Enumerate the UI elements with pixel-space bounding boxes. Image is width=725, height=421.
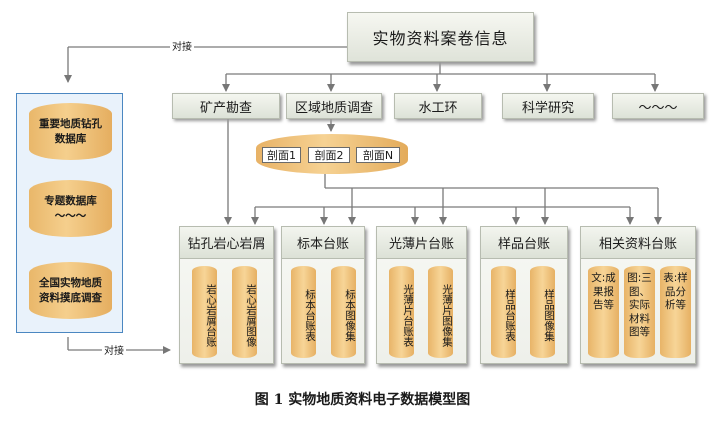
item-maps: 图:三图、实际材料图等 — [624, 266, 655, 358]
section-tag-n: 剖面N — [356, 147, 400, 163]
section-tag-2: 剖面2 — [308, 147, 350, 163]
item-sample-ledger: 样品台账表 — [491, 266, 516, 358]
item-text-reports: 文:成果报告等 — [588, 266, 619, 358]
item-thin-section-images: 光薄片图像集 — [428, 266, 453, 358]
figure-caption: 图 1 实物地质资料电子数据模型图 — [254, 392, 471, 408]
item-core-images: 岩心岩屑图像 — [232, 266, 257, 358]
item-tables: 表:样品分析等 — [660, 266, 691, 358]
database-national-survey: 全国实物地质资料摸底调查 — [29, 262, 112, 319]
database-thematic-line1: 专题数据库 — [44, 194, 97, 207]
category-mineral-exploration: 矿产勘查 — [172, 93, 280, 119]
item-core-ledger: 岩心岩屑台账 — [192, 266, 217, 358]
database-drill-hole: 重要地质钻孔数据库 — [29, 103, 112, 160]
category-regional-geology: 区域地质调查 — [286, 93, 382, 119]
item-specimen-ledger: 标本台账表 — [291, 266, 316, 358]
database-thematic: 专题数据库 ～～～ — [29, 180, 112, 237]
category-hydro-engineering-env: 水工环 — [394, 93, 482, 119]
group-thin-section-title: 光薄片台账 — [377, 227, 466, 259]
category-scientific-research: 科学研究 — [502, 93, 594, 119]
database-drill-hole-line1: 重要地质钻孔 — [39, 117, 102, 130]
database-national-survey-line1: 全国实物地质 — [39, 276, 102, 289]
group-related-materials-title: 相关资料台账 — [581, 227, 695, 259]
section-tag-1: 剖面1 — [262, 147, 301, 163]
group-drill-core-title: 钻孔岩心岩屑 — [180, 227, 273, 259]
group-specimen-title: 标本台账 — [282, 227, 364, 259]
item-sample-images: 样品图像集 — [530, 266, 555, 358]
database-thematic-line2: ～～～ — [54, 209, 87, 222]
dock-bottom-label: 对接 — [102, 342, 126, 357]
database-drill-hole-line2: 数据库 — [54, 132, 87, 145]
category-other: ～～～ — [612, 93, 704, 119]
case-file-info-box: 实物资料案卷信息 — [347, 12, 534, 62]
dock-top-label: 对接 — [170, 38, 194, 53]
group-sample-title: 样品台账 — [481, 227, 567, 259]
item-specimen-images: 标本图像集 — [331, 266, 356, 358]
database-national-survey-line2: 资料摸底调查 — [39, 291, 102, 304]
item-thin-section-ledger: 光薄片台账表 — [389, 266, 414, 358]
